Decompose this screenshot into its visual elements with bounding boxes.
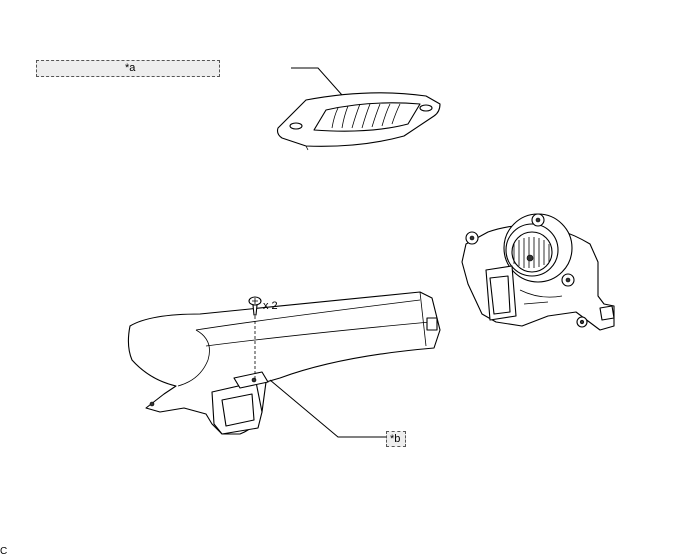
screw-icon bbox=[248, 296, 262, 316]
callout-a-text: *a bbox=[125, 62, 136, 74]
callout-b-text: *b bbox=[390, 433, 401, 445]
vent-register-icon bbox=[276, 92, 441, 151]
callout-b: *b bbox=[386, 431, 406, 447]
leader-line-b bbox=[269, 379, 386, 438]
air-duct-icon bbox=[127, 291, 441, 435]
callout-a: *a bbox=[36, 60, 220, 77]
footer-code: C bbox=[0, 546, 8, 557]
leader-line-a bbox=[291, 67, 351, 105]
screw-quantity: x 2 bbox=[263, 300, 278, 312]
blower-fan-assembly-icon bbox=[461, 213, 615, 331]
